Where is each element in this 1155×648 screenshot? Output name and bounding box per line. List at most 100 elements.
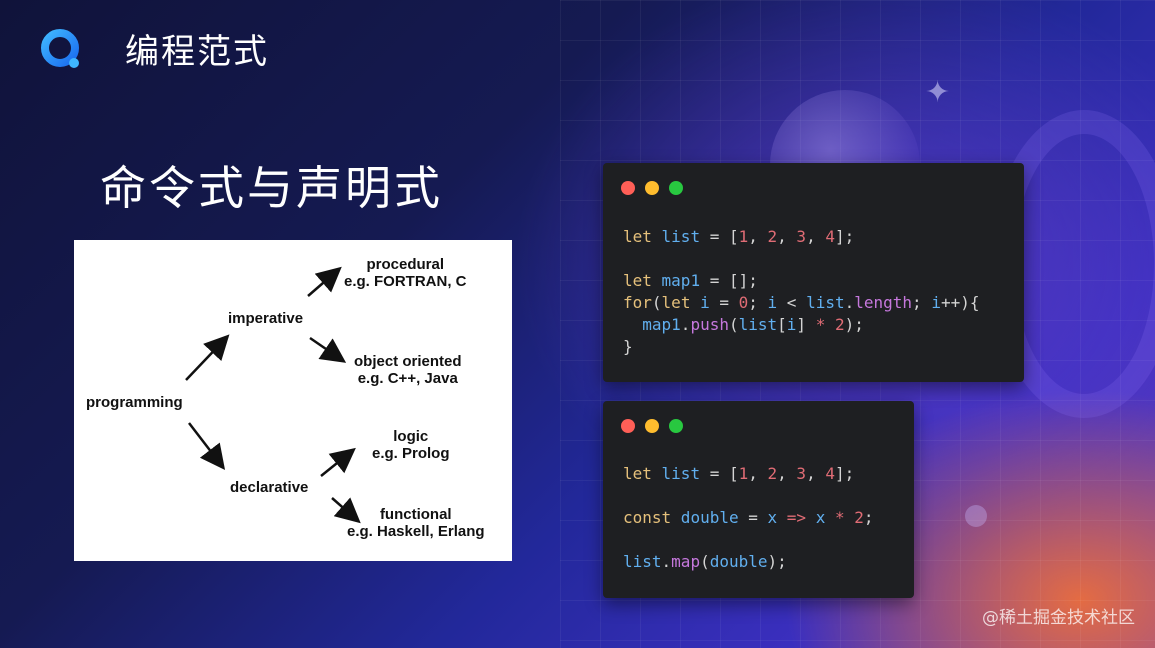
arrow-programming-imperative	[185, 334, 230, 381]
code-token: ,	[748, 464, 768, 483]
code-token: list	[651, 227, 701, 246]
code-token: 2	[854, 508, 864, 527]
code-token: = [	[700, 227, 739, 246]
source-watermark: @稀土掘金技术社区	[982, 608, 1135, 628]
code-token: (	[700, 552, 710, 571]
code-token: ];	[834, 464, 855, 483]
code-line: map1.push(list[i] * 2);	[623, 314, 979, 336]
code-token: i	[786, 315, 797, 334]
code-token: 1	[738, 464, 749, 483]
code-token: list	[806, 293, 845, 312]
node-procedural: procedural e.g. FORTRAN, C	[344, 256, 467, 290]
code-token: 3	[796, 227, 807, 246]
code-line: const double = x => x * 2;	[623, 507, 874, 529]
code-token: 1	[738, 227, 749, 246]
code-token: =>	[777, 508, 816, 527]
node-oo-label: object oriented	[354, 353, 462, 370]
code-window-imperative: let list = [1, 2, 3, 4];let map1 = [];fo…	[603, 163, 1024, 382]
code-token: 4	[825, 464, 835, 483]
close-dot-icon	[621, 419, 635, 433]
paradigm-diagram: programming imperative declarative proce…	[74, 240, 512, 561]
code-line: let list = [1, 2, 3, 4];	[623, 463, 874, 485]
code-token: let	[623, 227, 652, 246]
arrow-imperative-oo	[309, 336, 347, 363]
code-token: [	[777, 315, 787, 334]
code-token: ,	[777, 227, 797, 246]
code-token: for	[623, 293, 652, 312]
code-token: 2	[767, 464, 778, 483]
code-token: ,	[806, 227, 826, 246]
diagram-arrows	[185, 266, 361, 524]
code-token: 2	[767, 227, 778, 246]
code-token: ,	[806, 464, 826, 483]
code-token: map	[671, 552, 701, 571]
code-block-declarative: let list = [1, 2, 3, 4]; const double = x…	[623, 463, 874, 573]
section-title: 命令式与声明式	[100, 161, 443, 215]
node-programming: programming	[86, 394, 183, 411]
minimize-dot-icon	[645, 419, 659, 433]
code-token: ]	[796, 315, 816, 334]
code-token: list	[738, 315, 778, 334]
code-token: list	[651, 464, 701, 483]
close-dot-icon	[621, 181, 635, 195]
minimize-dot-icon	[645, 181, 659, 195]
node-logic-example: e.g. Prolog	[372, 445, 450, 462]
arrow-programming-declarative	[188, 422, 226, 470]
code-token: ;	[863, 508, 874, 527]
code-token: <	[777, 293, 807, 312]
code-token: 2	[834, 315, 845, 334]
code-token: i	[931, 293, 941, 312]
code-token	[845, 508, 855, 527]
code-token: map1	[651, 271, 701, 290]
node-procedural-example: e.g. FORTRAN, C	[344, 273, 467, 290]
code-token: let	[623, 271, 652, 290]
code-token: 4	[825, 227, 835, 246]
code-token: *	[834, 508, 845, 527]
node-oo-example: e.g. C++, Java	[357, 370, 458, 387]
code-token	[825, 508, 835, 527]
code-token: }	[623, 337, 633, 356]
code-token: = [];	[700, 271, 758, 290]
code-token: x	[767, 508, 778, 527]
code-token: 3	[796, 464, 807, 483]
code-token: 0	[738, 293, 749, 312]
code-token: x	[815, 508, 826, 527]
code-token: .	[844, 293, 855, 312]
q-logo-icon	[40, 28, 82, 70]
arrow-imperative-procedural	[307, 266, 342, 297]
code-token: double	[709, 552, 768, 571]
page-title: 编程范式	[125, 32, 269, 72]
code-token: *	[815, 315, 826, 334]
code-token: i	[690, 293, 710, 312]
code-token: .	[680, 315, 691, 334]
node-functional-example: e.g. Haskell, Erlang	[347, 523, 485, 540]
code-token: (	[651, 293, 662, 312]
code-token: double	[671, 508, 739, 527]
code-line: let map1 = [];	[623, 270, 979, 292]
code-token: =	[709, 293, 739, 312]
code-token: list	[623, 552, 662, 571]
code-token: i	[767, 293, 778, 312]
code-token: (	[728, 315, 739, 334]
node-object-oriented: object oriented e.g. C++, Java	[354, 353, 462, 387]
code-token: ,	[748, 227, 768, 246]
code-token: ];	[834, 227, 855, 246]
star-icon: ✦	[925, 75, 951, 110]
code-token: let	[623, 464, 652, 483]
code-line: for(let i = 0; i < list.length; i++){	[623, 292, 979, 314]
maximize-dot-icon	[669, 419, 683, 433]
code-line: list.map(double);	[623, 551, 874, 573]
code-window-declarative: let list = [1, 2, 3, 4]; const double = x…	[603, 401, 914, 598]
code-token: let	[661, 293, 691, 312]
code-token: =	[738, 508, 768, 527]
window-controls	[621, 419, 683, 433]
code-token: ,	[777, 464, 797, 483]
decor-dot	[965, 505, 987, 527]
code-token: ;	[748, 293, 768, 312]
code-line: let list = [1, 2, 3, 4];	[623, 226, 979, 248]
code-token: );	[844, 315, 864, 334]
arrow-declarative-logic	[320, 447, 356, 477]
window-controls	[621, 181, 683, 195]
code-token: map1	[623, 315, 681, 334]
code-token: );	[767, 552, 787, 571]
